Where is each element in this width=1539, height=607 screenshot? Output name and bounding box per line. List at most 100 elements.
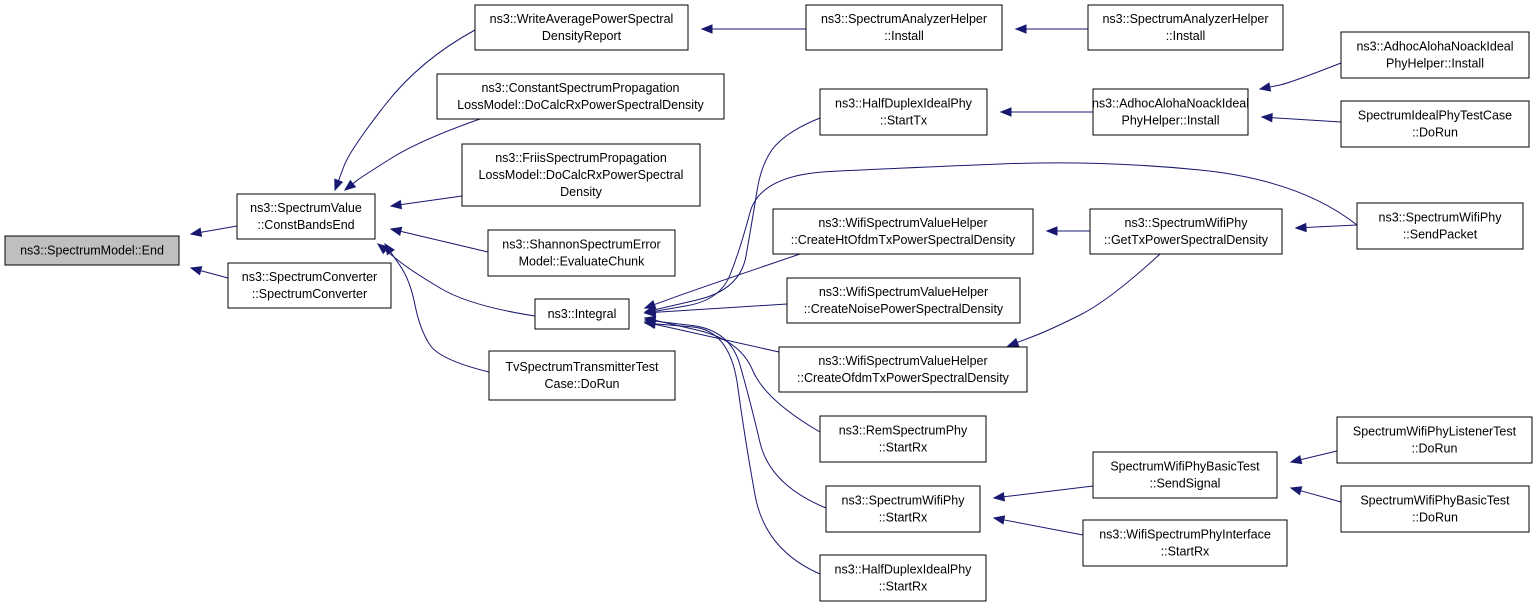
graph-node[interactable]: ns3::ConstantSpectrumPropagationLossMode… [436, 73, 725, 120]
node-box [1089, 208, 1283, 255]
graph-node[interactable]: ns3::ShannonSpectrumErrorModel::Evaluate… [487, 229, 676, 277]
graph-node[interactable]: ns3::RemSpectrumPhy::StartRx [819, 415, 987, 463]
graph-node[interactable]: ns3::SpectrumAnalyzerHelper::Install [1087, 4, 1284, 51]
node-label-line: ns3::SpectrumAnalyzerHelper [821, 12, 987, 26]
graph-node[interactable]: SpectrumWifiPhyListenerTest::DoRun [1336, 416, 1533, 464]
graph-node[interactable]: ns3::SpectrumWifiPhy::GetTxPowerSpectral… [1089, 208, 1283, 255]
edges [189, 24, 1358, 575]
graph-node[interactable]: ns3::Integral [534, 298, 630, 330]
node-box [1356, 202, 1524, 250]
node-label-line: SpectrumWifiPhyBasicTest [1360, 494, 1510, 508]
edge-n25-to-n23 [1289, 450, 1338, 465]
arrow-head-icon [1289, 454, 1303, 465]
node-label-line: ns3::HalfDuplexIdealPhy [835, 97, 973, 111]
graph-node[interactable]: ns3::AdhocAlohaNoackIdealPhyHelper::Inst… [1340, 31, 1530, 79]
node-label-line: ::CreateNoisePowerSpectralDensity [804, 302, 1004, 316]
node-box [1336, 416, 1533, 464]
edge-line [399, 230, 489, 253]
arrow-head-icon [700, 24, 713, 34]
graph-node[interactable]: ns3::SpectrumWifiPhy::StartRx [825, 485, 981, 533]
node-box [461, 143, 701, 207]
graph-node[interactable]: ns3::HalfDuplexIdealPhy::StartRx [819, 554, 987, 602]
edge-line [653, 323, 821, 575]
edge-line [1299, 489, 1342, 503]
node-label-line: ::StartRx [879, 441, 928, 455]
graph-node[interactable]: ns3::SpectrumWifiPhy::SendPacket [1356, 202, 1524, 250]
graph-node[interactable]: SpectrumIdealPhyTestCase::DoRun [1340, 100, 1530, 148]
arrow-head-icon [1260, 112, 1273, 123]
node-label-line: PhyHelper::Install [1386, 57, 1484, 71]
edge-n16-to-n15 [1045, 226, 1090, 236]
arrow-head-icon [643, 319, 656, 329]
node-label-line: ns3::Integral [548, 307, 617, 321]
edge-n22-to-n7 [643, 319, 821, 575]
node-label-line: ns3::SpectrumConverter [242, 270, 377, 284]
graph-node[interactable]: SpectrumWifiPhyBasicTest::SendSignal [1092, 451, 1278, 499]
node-box [436, 73, 725, 120]
arrow-head-icon [992, 515, 1006, 525]
node-label-line: ::StartRx [879, 580, 928, 594]
node-label-line: ns3::SpectrumWifiPhy [1379, 211, 1503, 225]
node-box [227, 262, 392, 309]
nodes: ns3::SpectrumModel::End ns3::SpectrumValu… [4, 4, 1533, 602]
edge-n7-to-n1 [376, 243, 536, 317]
edge-line [337, 29, 476, 182]
node-label-line: ns3::HalfDuplexIdealPhy [835, 563, 973, 577]
node-box [786, 277, 1021, 324]
graph-node[interactable]: ns3::SpectrumConverter::SpectrumConverte… [227, 262, 392, 309]
node-label-line: ::CreateOfdmTxPowerSpectralDensity [797, 371, 1010, 385]
edge-line [1268, 62, 1342, 88]
arrow-head-icon [384, 242, 395, 256]
node-label-line: ns3::WifiSpectrumPhyInterface [1099, 528, 1271, 542]
edge-line [199, 225, 238, 233]
node-label-line: ::CreateHtOfdmTxPowerSpectralDensity [791, 233, 1016, 247]
graph-node[interactable]: ns3::WriteAveragePowerSpectralDensityRep… [474, 4, 689, 51]
node-box [487, 229, 676, 277]
edge-n17-to-n16 [1294, 222, 1358, 233]
root-node[interactable]: ns3::SpectrumModel::End [4, 235, 180, 266]
edge-line [389, 251, 490, 373]
node-label-line: ::GetTxPowerSpectralDensity [1104, 233, 1269, 247]
graph-node[interactable]: ns3::SpectrumAnalyzerHelper::Install [805, 4, 1003, 51]
graph-node[interactable]: ns3::FriisSpectrumPropagationLossModel::… [461, 143, 701, 207]
node-label-line: ns3::ShannonSpectrumError [502, 238, 660, 252]
edge-n3-to-n1 [334, 29, 476, 192]
arrow-head-icon [1294, 222, 1307, 233]
edge-line [1016, 253, 1161, 344]
node-box [805, 4, 1003, 51]
graph-node[interactable]: ns3::WifiSpectrumValueHelper::CreateNois… [786, 277, 1021, 324]
node-label-line: Density [560, 185, 602, 199]
edge-n12-to-n11 [999, 107, 1093, 117]
node-box [1340, 31, 1530, 79]
edge-n10-to-n9 [1014, 24, 1088, 34]
node-label-line: LossModel::DoCalcRxPowerSpectral [479, 168, 684, 182]
graph-node[interactable]: ns3::WifiSpectrumValueHelper::CreateHtOf… [772, 208, 1034, 255]
graph-node[interactable]: ns3::HalfDuplexIdealPhy::StartTx [819, 88, 988, 136]
node-box [819, 415, 987, 463]
node-label-line: ns3::FriisSpectrumPropagation [495, 151, 667, 165]
node-label-line: PhyHelper::Install [1122, 114, 1220, 128]
node-label-line: ns3::SpectrumAnalyzerHelper [1102, 12, 1268, 26]
graph-node[interactable]: SpectrumWifiPhyBasicTest::DoRun [1340, 485, 1530, 533]
node-label-line: ns3::WifiSpectrumValueHelper [818, 216, 987, 230]
edge-n8-to-n1 [384, 242, 490, 373]
edge-n1-to-n0 [189, 225, 238, 237]
arrow-head-icon [189, 266, 203, 276]
node-label-line: ns3::ConstantSpectrumPropagation [481, 81, 679, 95]
edge-line [399, 195, 463, 206]
graph-node[interactable]: ns3::WifiSpectrumValueHelper::CreateOfdm… [778, 346, 1028, 393]
graph-node[interactable]: ns3::WifiSpectrumPhyInterface::StartRx [1082, 519, 1288, 567]
edge-n15-to-n7 [643, 253, 801, 309]
arrow-head-icon [999, 107, 1012, 117]
graph-node[interactable]: ns3::AdhocAlohaNoackIdealPhyHelper::Inst… [1092, 88, 1249, 136]
edge-line [1270, 117, 1342, 123]
edge-line [1299, 450, 1338, 461]
graph-node[interactable]: ns3::SpectrumValue::ConstBandsEnd [236, 193, 376, 240]
node-label-line: ::ConstBandsEnd [257, 218, 354, 232]
node-label-line: ns3::SpectrumWifiPhy [842, 494, 966, 508]
edge-n4-to-n1 [343, 118, 481, 191]
node-box [1092, 451, 1278, 499]
arrow-head-icon [343, 179, 357, 191]
node-label-line: ns3::AdhocAlohaNoackIdeal [1092, 97, 1249, 111]
